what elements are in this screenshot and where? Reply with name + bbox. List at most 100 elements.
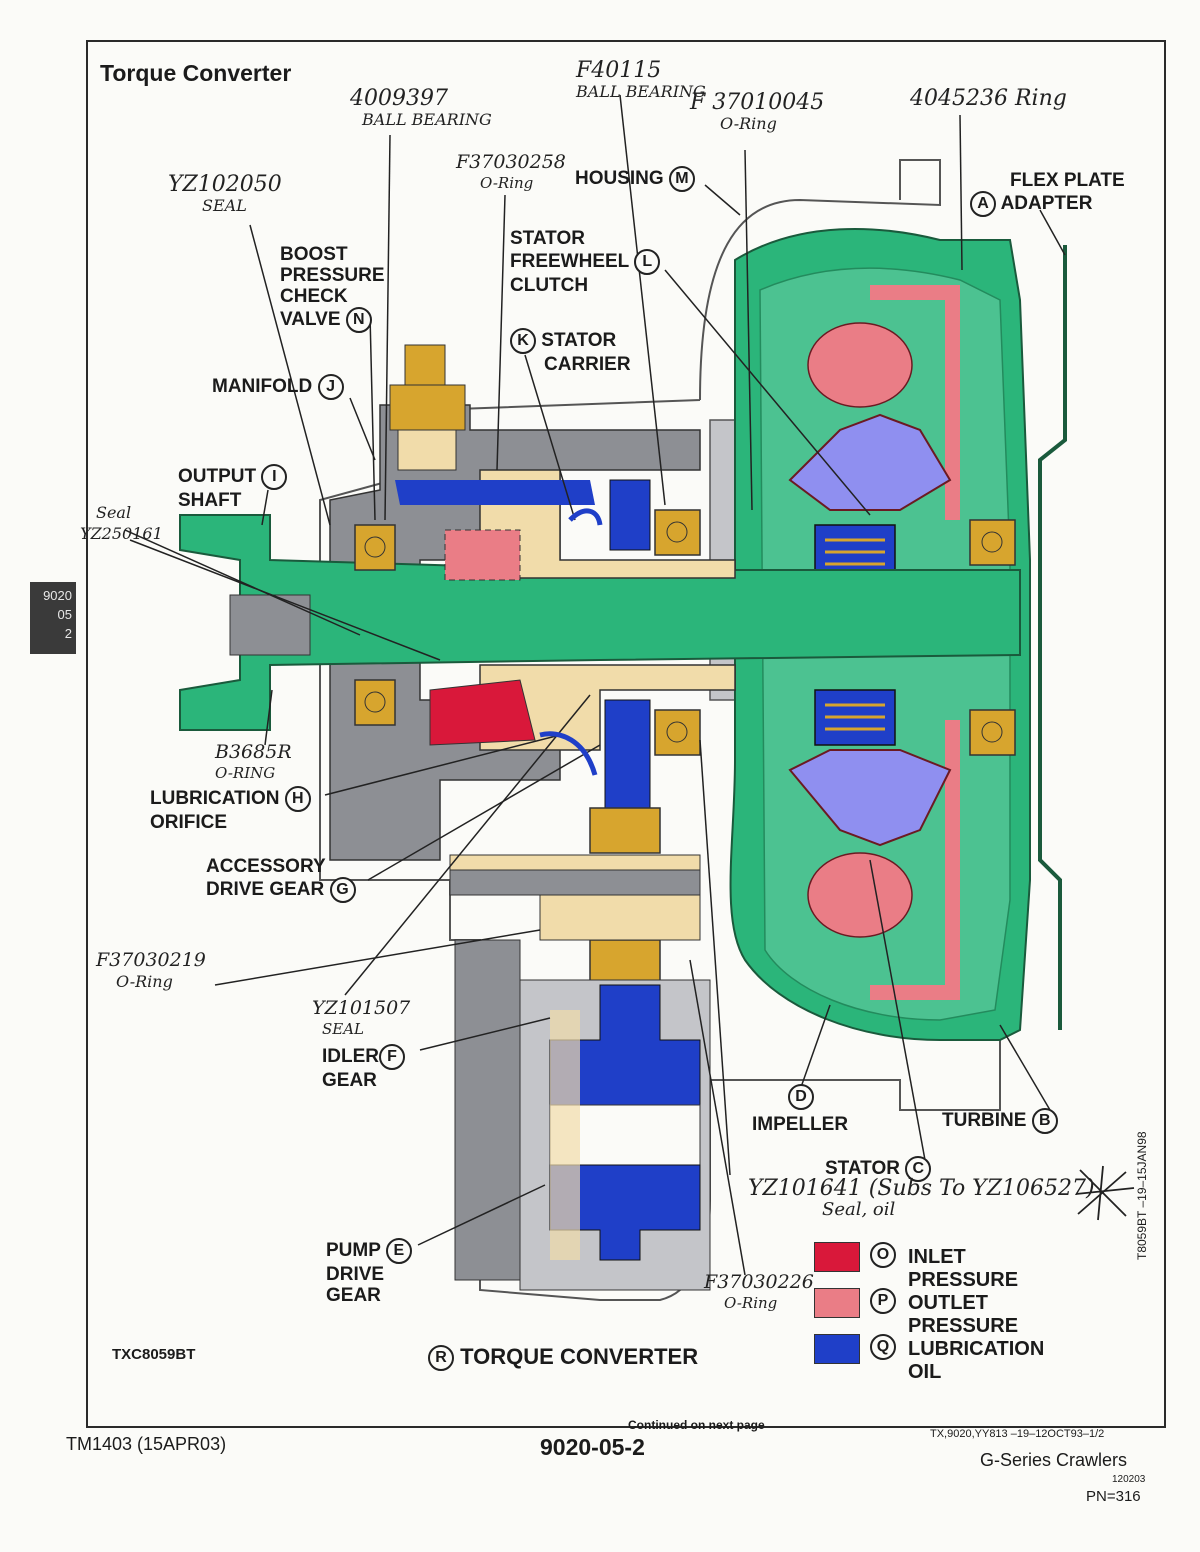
callout-i: I (261, 464, 288, 490)
label-b-text: TURBINE (942, 1110, 1027, 1132)
note-f37030258-line-1: F37030258 (456, 151, 566, 173)
label-n-line-3: CHECK (280, 286, 348, 307)
label-e-line-3: GEAR (326, 1285, 381, 1306)
bearing-2 (354, 679, 396, 726)
note-4009397: 4009397 BALL BEARING (350, 88, 492, 130)
note-f37030219: F37030219 O-Ring (96, 950, 206, 992)
bearing-1 (354, 524, 396, 571)
callout-f: F (379, 1044, 405, 1070)
side-code: T8059BT –19–15JAN98 (1135, 1131, 1149, 1260)
note-b3685r-line-1: B3685R (215, 741, 292, 763)
bearing-6 (969, 709, 1016, 756)
bearing-5 (969, 519, 1016, 566)
label-accessory-drive-gear: ACCESSORY DRIVE GEAR G (206, 856, 356, 903)
lube-spray-lower (539, 731, 598, 776)
note-yz101641-line-2: Seal, oil (822, 1199, 896, 1220)
note-4045236-line-1: 4045236 Ring (910, 86, 1067, 111)
label-lubrication-orifice: LUBRICATION H ORIFICE (150, 786, 311, 833)
label-flex-plate-adapter: FLEX PLATE A ADAPTER (970, 170, 1125, 217)
footer-doc-code: TX,9020,YY813 –19–12OCT93–1/2 (930, 1428, 1105, 1440)
shaft-bore (229, 594, 311, 656)
flex-plate (1038, 245, 1067, 1030)
bearing-4 (654, 709, 701, 756)
pump-housing (454, 939, 521, 1281)
note-4045236: 4045236 Ring (910, 86, 1067, 111)
callout-k: K (510, 328, 536, 354)
note-b3685r-line-2: O-RING (215, 764, 276, 782)
note-f40115: F40115 BALL BEARING (576, 60, 706, 102)
note-f37030258: F37030258 O-Ring (456, 152, 566, 194)
callout-o: O (870, 1242, 896, 1268)
note-b3685r: B3685R O-RING (215, 742, 292, 784)
label-output-shaft: OUTPUT I SHAFT (178, 464, 288, 511)
note-f37010045-line-2: O-Ring (720, 114, 777, 133)
footer-manual-id: TM1403 (15APR03) (66, 1434, 227, 1454)
label-k-line-2: CARRIER (544, 354, 631, 375)
note-f37030258-line-2: O-Ring (480, 174, 534, 192)
note-yz102050-line-2: SEAL (202, 196, 247, 215)
label-boost-pressure-check-valve: BOOST PRESSURE CHECK VALVE N (280, 244, 385, 333)
continued-note: Continued on next page (628, 1418, 765, 1432)
legend-swatch-outlet (814, 1288, 860, 1318)
turbine-upper-red (807, 322, 913, 408)
accessory-gear-shaft (604, 699, 651, 811)
footer-date-code: 120203 (1112, 1474, 1146, 1485)
outlet-passage-bottom (870, 720, 960, 1000)
manifold (329, 404, 701, 861)
label-h-line-2: ORIFICE (150, 812, 228, 833)
callout-g: G (329, 877, 356, 903)
label-n-line-2: PRESSURE (280, 265, 385, 286)
label-i-line-1: OUTPUT (178, 466, 257, 488)
idler-gear-body (539, 894, 701, 941)
label-l-line-3: CLUTCH (510, 275, 589, 296)
page-title: Torque Converter (100, 60, 292, 86)
footer-pn: PN=316 (1086, 1488, 1141, 1505)
label-e-line-2: DRIVE (326, 1264, 385, 1285)
check-valve-cap (404, 344, 446, 386)
outlet-passage-top (870, 285, 960, 520)
footer-page-number: 9020-05-2 (540, 1434, 645, 1460)
note-f40115-line-2: BALL BEARING (576, 82, 706, 101)
legend-lube-text: LUBRICATION OIL (908, 1338, 1045, 1383)
figure-caption-text: TORQUE CONVERTER (460, 1344, 699, 1369)
note-yz102050: YZ102050 SEAL (168, 174, 282, 216)
label-n-line-1: BOOST (280, 244, 348, 265)
asterisk-mark (1075, 1165, 1135, 1221)
bearing-3 (654, 509, 701, 556)
section-tab: 9020 05 2 (30, 582, 76, 654)
turbine-lower-red (807, 852, 913, 938)
tab-line-3: 2 (64, 626, 72, 641)
lube-passage-upper (395, 480, 595, 505)
figure-id: TXC8059BT (112, 1346, 196, 1363)
note-f37030226: F37030226 O-Ring (704, 1272, 814, 1314)
check-valve-spring (397, 429, 457, 471)
note-yz101507-line-2: SEAL (322, 1020, 365, 1038)
outlet-pressure-area (444, 529, 521, 581)
figure-caption: R TORQUE CONVERTER (428, 1344, 699, 1372)
note-yz250161: Seal YZ250161 (80, 502, 163, 544)
note-4009397-line-1: 4009397 (350, 86, 448, 111)
label-stator-freewheel-clutch: STATOR FREEWHEEL L CLUTCH (510, 228, 661, 296)
callout-q: Q (870, 1334, 896, 1360)
legend-swatch-lube (814, 1334, 860, 1364)
note-f37030219-line-2: O-Ring (116, 972, 173, 991)
label-k-line-1: STATOR (541, 330, 617, 352)
note-yz101641-line-1: YZ101641 (Subs To YZ106527) (748, 1176, 1095, 1201)
callout-j: J (317, 374, 344, 400)
label-h-line-1: LUBRICATION (150, 788, 280, 810)
note-yz250161-line-1: Seal (96, 503, 132, 522)
bearing-8 (589, 939, 661, 986)
tab-line-1: 9020 (43, 588, 72, 603)
bolt-shaft (449, 869, 701, 896)
label-l-line-2: FREEWHEEL (510, 251, 629, 273)
stator-carrier-lower (479, 664, 736, 751)
note-yz101507-line-1: YZ101507 (312, 997, 411, 1019)
note-f37010045: F 37010045 O-Ring (690, 92, 824, 134)
note-yz250161-line-2: YZ250161 (80, 524, 163, 543)
label-a-line-2: ADAPTER (1000, 193, 1093, 215)
note-yz102050-line-1: YZ102050 (168, 172, 282, 197)
callout-b: B (1031, 1108, 1058, 1134)
callout-m: M (668, 166, 695, 192)
